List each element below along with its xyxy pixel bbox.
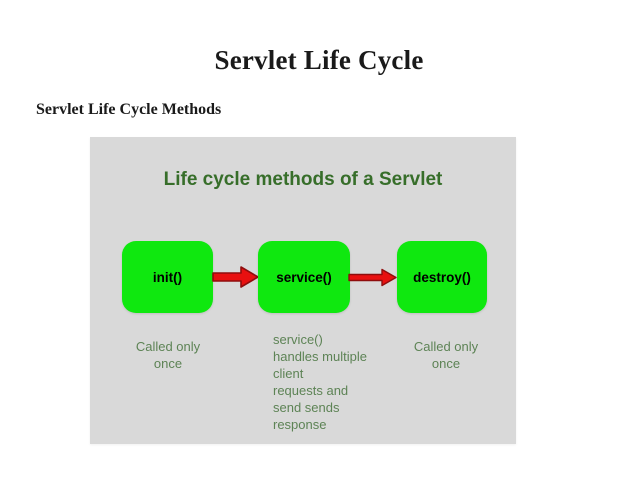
process-box-service: service() — [258, 241, 350, 313]
process-box-destroy: destroy() — [397, 241, 487, 313]
arrow-service-to-destroy-icon — [348, 268, 397, 287]
section-heading: Servlet Life Cycle Methods — [36, 101, 222, 118]
page-title: Servlet Life Cycle — [214, 45, 424, 75]
caption-service: service() handles multiple client reques… — [273, 332, 367, 432]
process-box-init-label: init() — [152, 269, 183, 285]
arrow-init-to-service-icon — [212, 266, 259, 288]
caption-init: Called only once — [135, 339, 201, 371]
process-box-service-label: service() — [276, 269, 332, 285]
diagram-panel: Life cycle methods of a Servlet init() s… — [90, 137, 516, 444]
diagram-title: Life cycle methods of a Servlet — [163, 169, 443, 190]
process-box-destroy-label: destroy() — [413, 269, 471, 285]
process-box-init: init() — [122, 241, 213, 313]
caption-destroy: Called only once — [413, 339, 479, 371]
